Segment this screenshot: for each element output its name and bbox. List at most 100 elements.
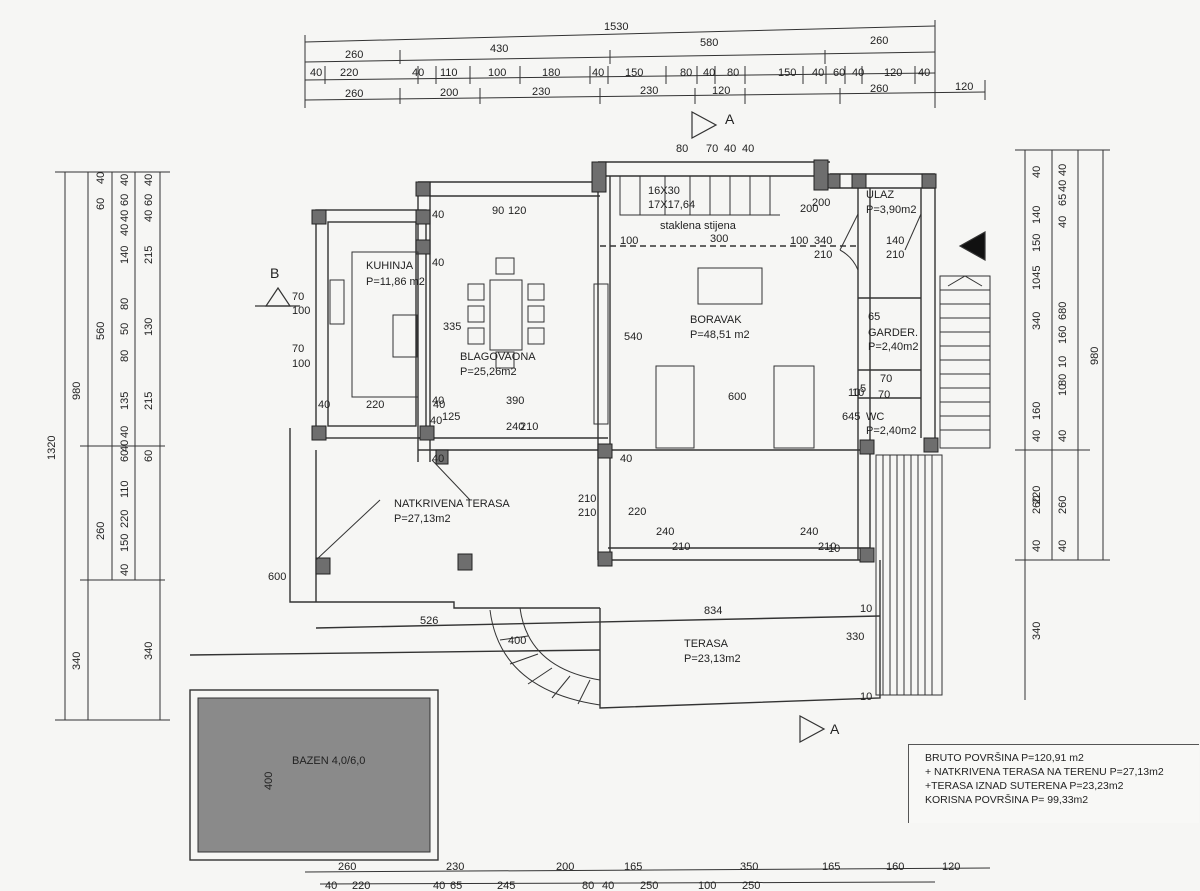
curved-stairs <box>489 607 601 706</box>
dim-inner: 10 <box>848 387 860 399</box>
dim-inner: 210 <box>578 493 596 505</box>
dim-inner: 70 <box>706 143 718 155</box>
dim-left-b: 60 <box>95 198 107 210</box>
dim-inner: 300 <box>710 233 728 245</box>
dim-top-row2: 150 <box>778 67 796 79</box>
dim-inner: 100 <box>790 235 808 247</box>
dim-inner: 10 <box>828 543 840 555</box>
dim-bottom: 165 <box>822 861 840 873</box>
dim-top-row2: 150 <box>625 67 643 79</box>
dim-top-row2: 180 <box>542 67 560 79</box>
dim-right-a: 220 <box>1031 486 1043 504</box>
label-section-a-top: A <box>725 111 735 127</box>
dim-top-row1: 260 <box>870 35 888 47</box>
label-glass-wall: staklena stijena <box>660 220 737 232</box>
dim-inner: 240 <box>506 421 524 433</box>
dim-left-a: 340 <box>71 652 83 670</box>
room-kitchen-name: KUHINJA <box>366 260 414 272</box>
dim-left-c: 60 <box>119 450 131 462</box>
dim-left-d: 60 <box>143 450 155 462</box>
dim-inner: 40 <box>432 209 444 221</box>
dim-left-d: 40 <box>143 174 155 186</box>
dim-inner: 834 <box>704 605 722 617</box>
dim-left-c: 40 <box>119 174 131 186</box>
dim-right-b: 40 <box>1057 216 1069 228</box>
dim-top-row3: 230 <box>532 86 550 98</box>
dim-top-row2: 60 <box>833 67 845 79</box>
bottom-dimension-chain <box>304 867 991 885</box>
room-dining-area: P=25,26m2 <box>460 366 517 378</box>
dim-inner: 210 <box>578 507 596 519</box>
room-wc-area: P=2,40m2 <box>866 425 916 437</box>
dim-left-total: 1320 <box>46 436 58 460</box>
room-covered-terrace-area: P=27,13m2 <box>394 513 451 525</box>
dim-inner: 5 <box>860 383 866 395</box>
dim-left-b: 260 <box>95 522 107 540</box>
summary-covered-terrace: + NATKRIVENA TERASA NA TERENU P=27,13m2 <box>925 766 1164 778</box>
dim-left-b: 560 <box>95 322 107 340</box>
dim-top-row2: 100 <box>488 67 506 79</box>
dim-top-row1: 260 <box>345 49 363 61</box>
summary-gross-area: BRUTO POVRŠINA P=120,91 m2 <box>925 752 1084 764</box>
dim-top-row3: 260 <box>870 83 888 95</box>
dim-inner: 526 <box>420 615 438 627</box>
stairs-lower <box>875 454 943 696</box>
dim-inner: 100 <box>292 358 310 370</box>
area-summary-box: BRUTO POVRŠINA P=120,91 m2 + NATKRIVENA … <box>908 744 1199 823</box>
structural-columns <box>311 159 939 575</box>
dim-right-a: 150 <box>1031 234 1043 252</box>
dim-inner: 10 <box>860 603 872 615</box>
label-section-a-bottom: A <box>830 721 840 737</box>
dim-inner: 210 <box>814 249 832 261</box>
dim-right-b: 10 <box>1057 384 1069 396</box>
dim-left-c: 40 <box>119 564 131 576</box>
dim-left-c: 135 <box>119 392 131 410</box>
dim-inner: 200 <box>812 197 830 209</box>
dim-top-row3: 230 <box>640 85 658 97</box>
dim-right-a: 260 <box>1031 496 1043 514</box>
dim-top-row2: 40 <box>852 67 864 79</box>
dim-right-a: 340 <box>1031 312 1043 330</box>
dim-top-row2: 40 <box>812 67 824 79</box>
dim-inner: 400 <box>508 635 526 647</box>
room-living-name: BORAVAK <box>690 314 742 326</box>
dim-inner: 200 <box>800 203 818 215</box>
label-section-b: B <box>270 265 279 281</box>
stairs-top <box>619 176 780 216</box>
stairs-right <box>939 275 991 449</box>
dim-inner: 40 <box>432 395 444 407</box>
room-wc-name: WC <box>866 411 884 423</box>
dim-bottom: 80 <box>582 880 594 891</box>
dim-inner: 40 <box>724 143 736 155</box>
dim-left-c: 50 <box>119 323 131 335</box>
room-entrance-area: P=3,90m2 <box>866 204 916 216</box>
dim-top-row2: 40 <box>412 67 424 79</box>
dim-left-d: 340 <box>143 642 155 660</box>
dim-inner: 80 <box>676 143 688 155</box>
dim-left-c: 150 <box>119 534 131 552</box>
dim-inner: 40 <box>318 399 330 411</box>
dim-bottom: 245 <box>497 880 515 891</box>
dim-top-row2: 40 <box>918 67 930 79</box>
dim-inner: 220 <box>366 399 384 411</box>
room-dining-name: BLAGOVAONA <box>460 351 536 363</box>
dim-inner: 210 <box>886 249 904 261</box>
summary-terrace-above: +TERASA IZNAD SUTERENA P=23,23m2 <box>925 780 1124 792</box>
section-markers <box>255 110 986 744</box>
dim-inner: 125 <box>442 411 460 423</box>
dim-bottom: 250 <box>742 880 760 891</box>
dim-top-total: 1530 <box>604 21 628 33</box>
dim-inner: 65 <box>868 311 880 323</box>
dim-inner: 600 <box>728 391 746 403</box>
dim-right-b: 10 <box>1057 356 1069 368</box>
dim-left-c: 110 <box>119 480 131 498</box>
dim-top-row3: 120 <box>712 85 730 97</box>
dim-top-row3: 120 <box>955 81 973 93</box>
dim-right-b: 260 <box>1057 496 1069 514</box>
dim-inner: 330 <box>846 631 864 643</box>
dim-bottom: 160 <box>886 861 904 873</box>
dim-bottom: 200 <box>556 861 574 873</box>
room-kitchen-area: P=11,86 m2 <box>366 276 425 288</box>
dim-inner: 10 <box>860 691 872 703</box>
dim-left-c: 40 <box>119 224 131 236</box>
